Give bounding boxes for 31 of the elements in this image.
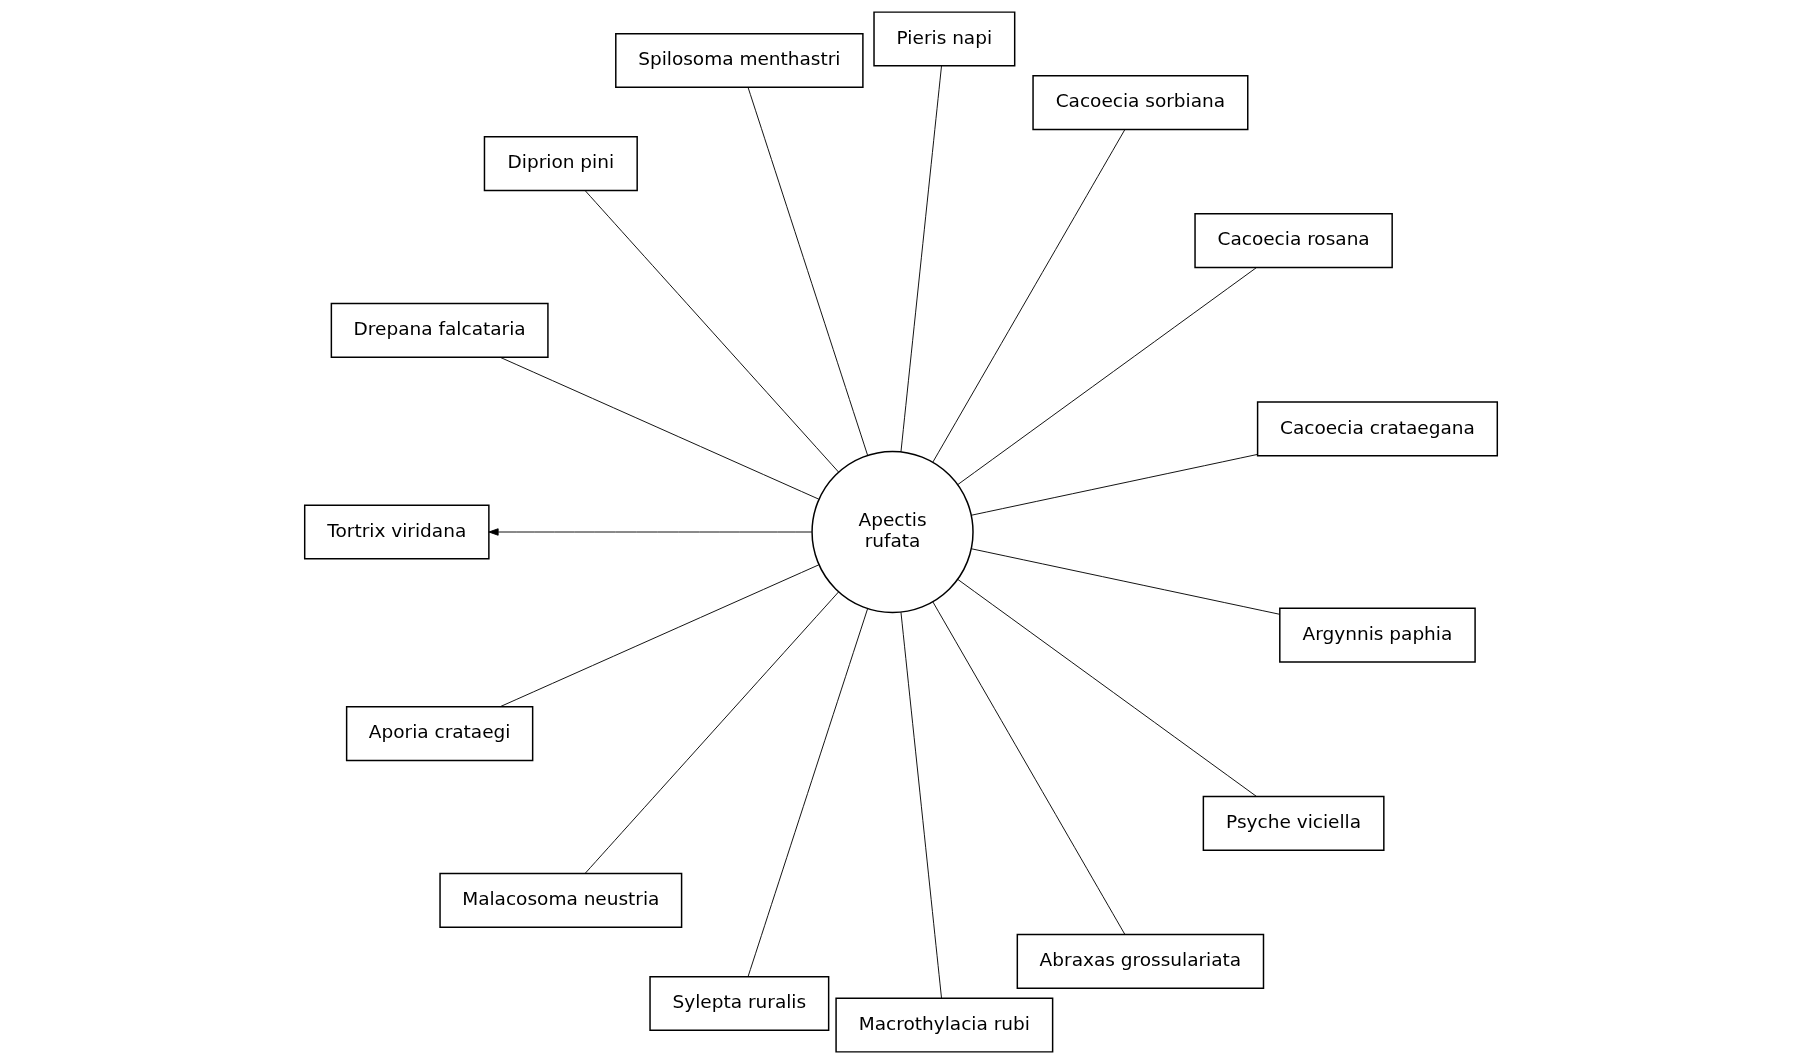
node-box: Cacoecia sorbiana bbox=[1031, 75, 1248, 131]
connector bbox=[584, 591, 839, 874]
node-box: Spilosoma menthastri bbox=[614, 32, 864, 89]
connector bbox=[970, 453, 1258, 516]
connector bbox=[900, 65, 942, 453]
node-circle: Apectis rufata bbox=[810, 450, 974, 614]
connector bbox=[747, 87, 868, 456]
node-box: Cacoecia crataegana bbox=[1256, 401, 1498, 457]
connector bbox=[931, 129, 1125, 463]
connector bbox=[956, 267, 1257, 485]
node-box: Drepana falcataria bbox=[330, 302, 549, 358]
node-box: Sylepta ruralis bbox=[648, 975, 829, 1032]
node-box: Cacoecia rosana bbox=[1193, 213, 1393, 269]
node-box: Aporia crataegi bbox=[345, 706, 533, 762]
connector bbox=[931, 601, 1125, 935]
connector bbox=[900, 611, 942, 999]
node-box: Psyche viciella bbox=[1202, 795, 1385, 851]
node-box: Abraxas grossulariata bbox=[1016, 933, 1264, 989]
arrow bbox=[487, 528, 812, 536]
node-box: Tortrix viridana bbox=[303, 504, 490, 560]
connector bbox=[747, 608, 868, 977]
node-box: Macrothylacia rubi bbox=[834, 997, 1053, 1053]
node-box: Diprion pini bbox=[483, 136, 638, 192]
connector bbox=[584, 190, 839, 473]
node-box: Pieris napi bbox=[872, 11, 1015, 67]
node-box: Argynnis paphia bbox=[1278, 607, 1476, 663]
connector bbox=[499, 564, 819, 708]
connector bbox=[499, 356, 819, 500]
connector bbox=[970, 548, 1280, 615]
connector bbox=[956, 579, 1257, 797]
node-box: Malacosoma neustria bbox=[438, 872, 682, 928]
